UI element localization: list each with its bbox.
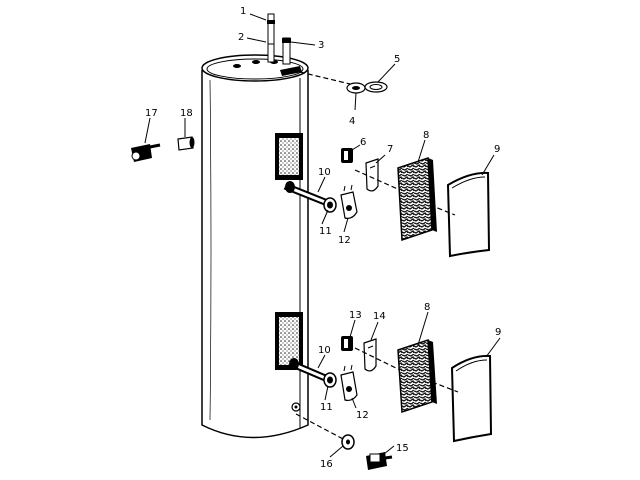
label-part-9-upper: 9: [494, 144, 500, 155]
upper-thermostat: [341, 148, 353, 163]
upper-thermostat-clip: [365, 158, 379, 192]
upper-access-opening: [275, 133, 303, 180]
leader-lines: [144, 13, 501, 458]
label-part-11-upper: 11: [319, 226, 332, 237]
label-part-11-lower: 11: [320, 402, 333, 413]
label-part-2: 2: [238, 32, 244, 43]
tank: [201, 54, 309, 439]
label-part-5: 5: [394, 54, 400, 65]
upper-thermostat-bracket: [340, 184, 358, 219]
top-gasket: [346, 81, 388, 94]
inlet-pipe: [267, 13, 275, 45]
lower-access-cover: [450, 354, 493, 443]
label-part-8-upper: 8: [423, 130, 429, 141]
label-part-10-upper: 10: [318, 167, 331, 178]
label-part-6: 6: [360, 137, 366, 148]
label-part-16: 16: [320, 459, 333, 470]
label-part-12-lower: 12: [356, 410, 369, 421]
label-part-1: 1: [240, 6, 246, 17]
label-part-18: 18: [180, 108, 193, 119]
upper-insulation-block: [397, 156, 437, 242]
drain-valve: [366, 452, 393, 470]
lower-thermostat: [341, 336, 353, 351]
lower-heating-element: [288, 358, 337, 388]
label-part-10-lower: 10: [318, 345, 331, 356]
label-part-9-lower: 9: [495, 327, 501, 338]
upper-access-cover: [446, 171, 491, 258]
drain-gasket: [341, 434, 355, 450]
label-part-3: 3: [318, 40, 324, 51]
label-part-12-upper: 12: [338, 235, 351, 246]
label-part-8-lower: 8: [424, 302, 430, 313]
label-part-7: 7: [387, 144, 393, 155]
label-part-15: 15: [396, 443, 409, 454]
label-part-14: 14: [373, 311, 386, 322]
upper-heating-element: [283, 181, 337, 213]
lower-insulation-block: [397, 338, 437, 414]
lower-access-opening: [275, 312, 303, 370]
label-part-4: 4: [349, 116, 355, 127]
label-part-13: 13: [349, 310, 362, 321]
relief-nipple: [177, 136, 195, 151]
outlet-pipe: [282, 37, 291, 65]
dip-tube: [267, 43, 275, 63]
label-part-17: 17: [145, 108, 158, 119]
relief-valve: [131, 143, 161, 162]
part-labels: 1 2 3 4 5 6 7 8 9 10 11 12 13 14 8 9 10 …: [145, 6, 501, 470]
lower-thermostat-bracket: [340, 364, 358, 402]
